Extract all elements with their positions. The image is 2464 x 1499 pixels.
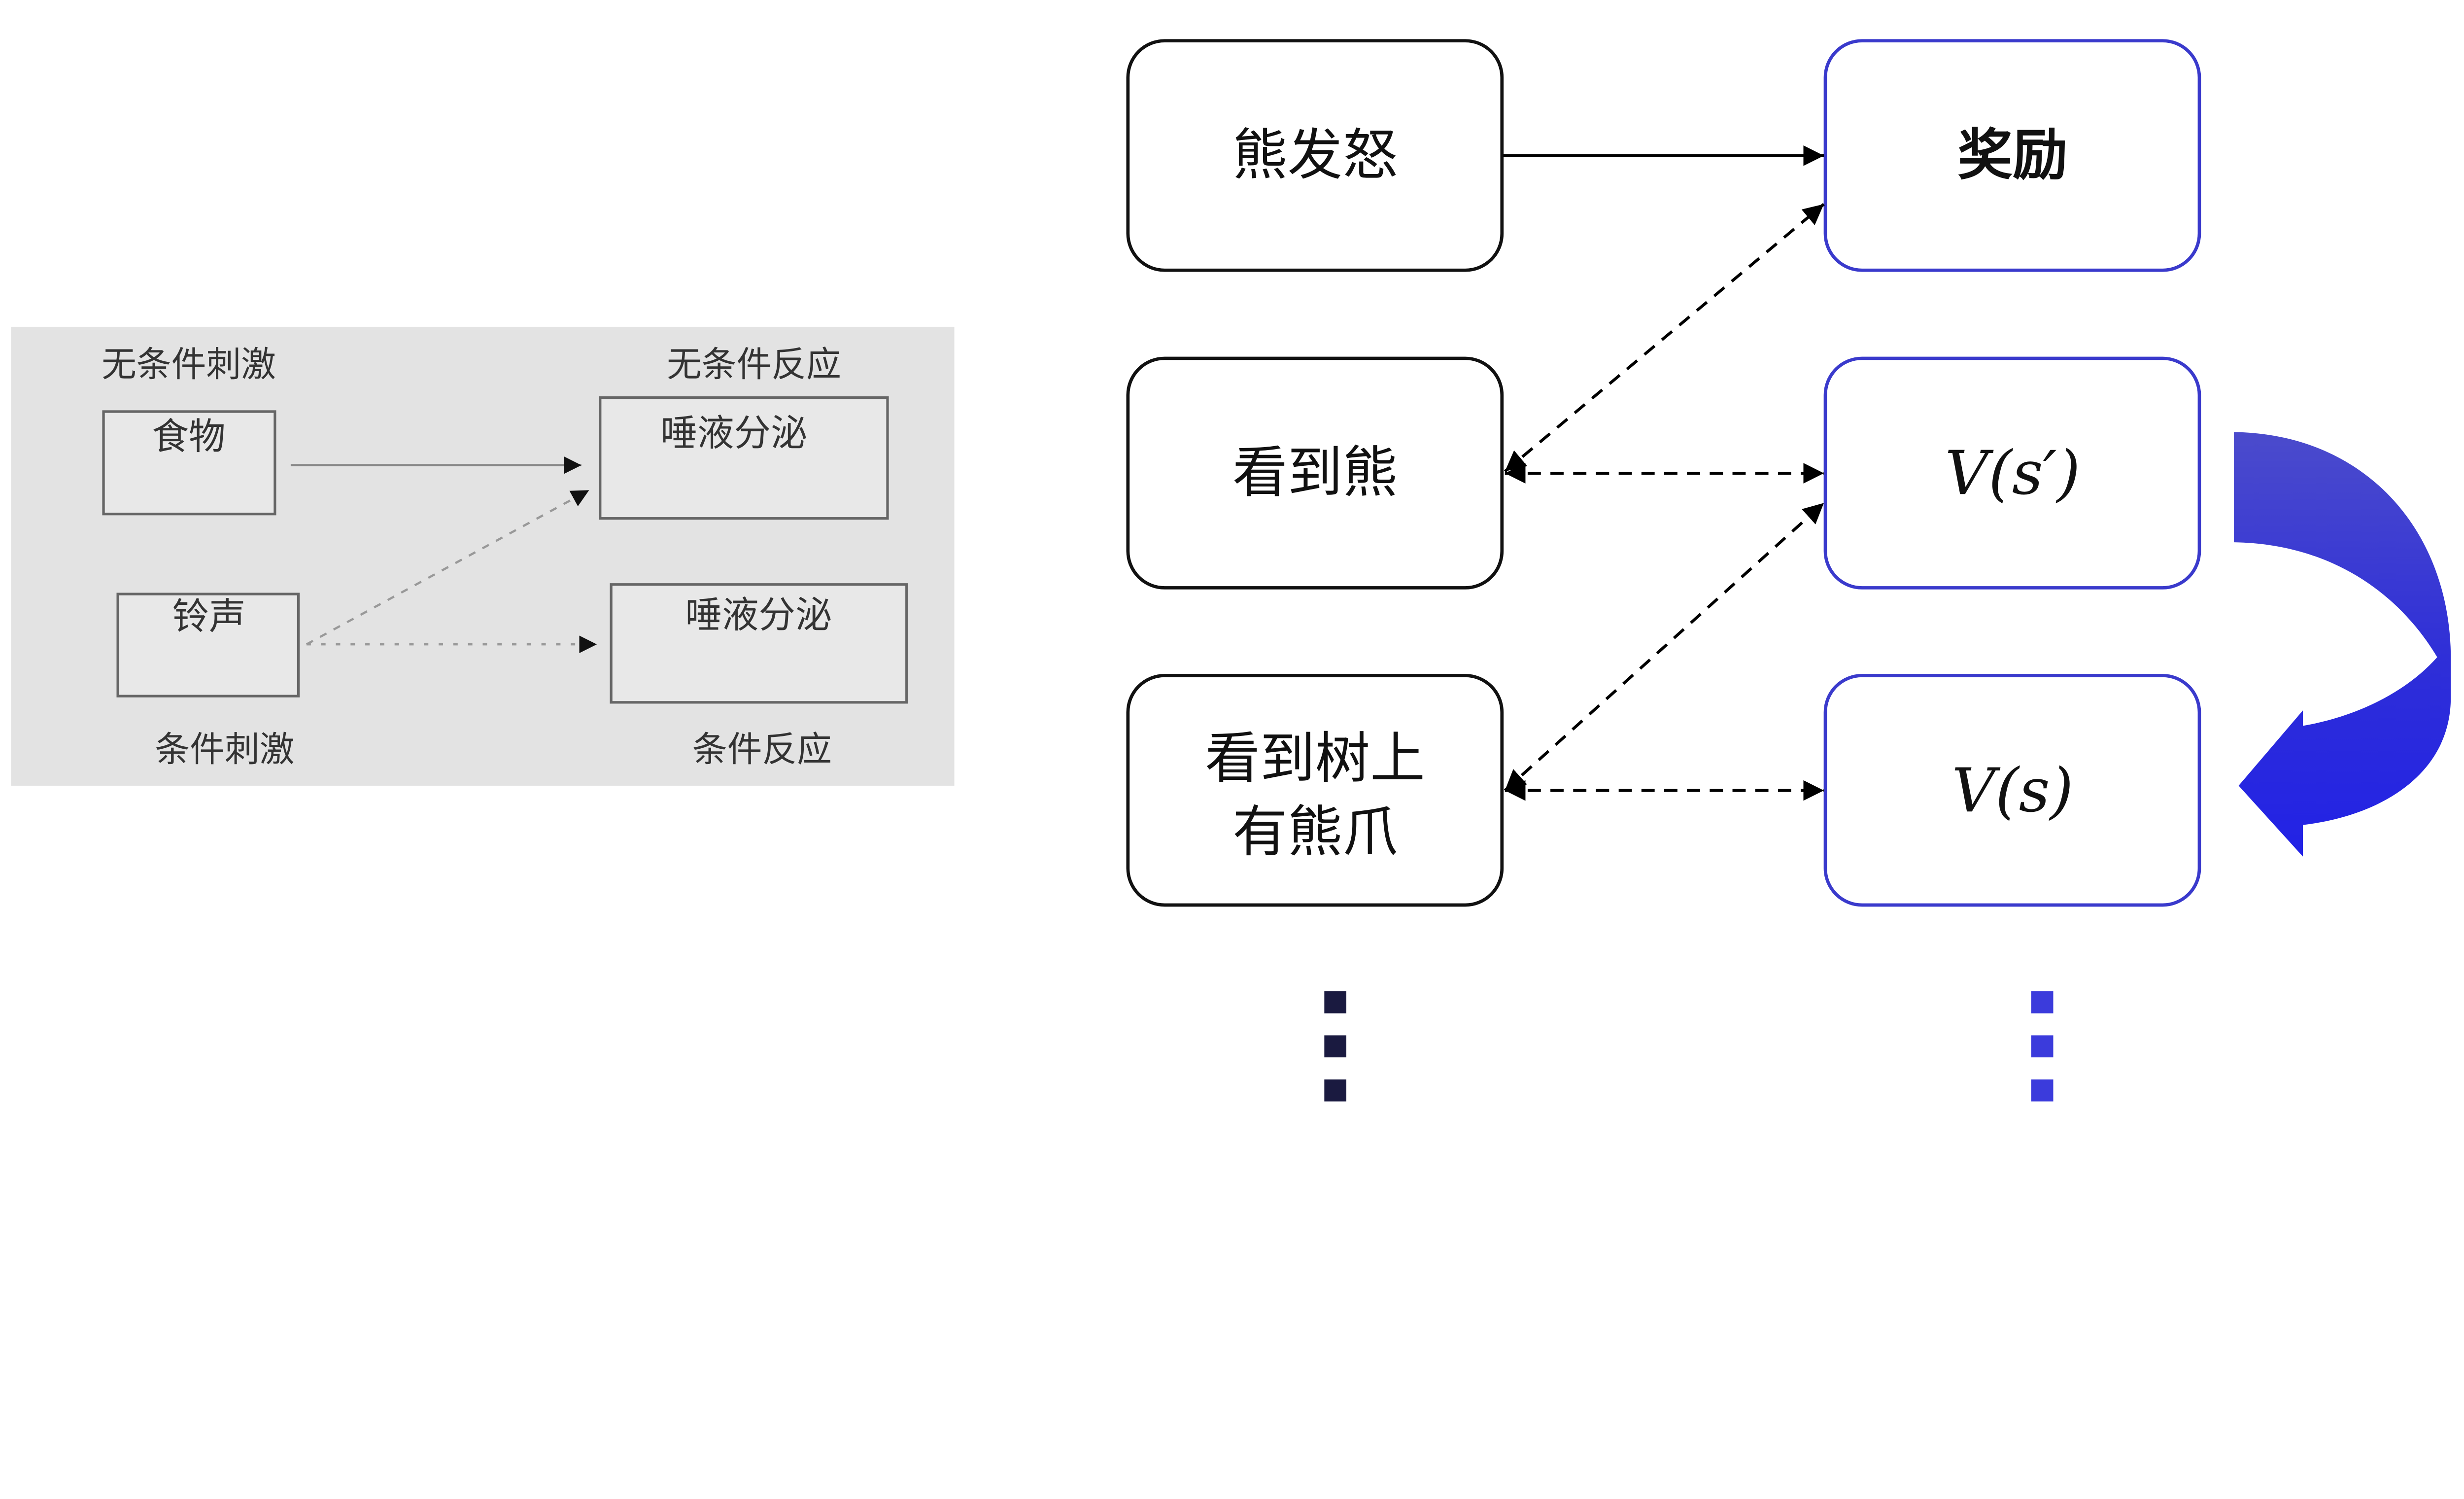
- ellipsis-dot: [1324, 1035, 1347, 1058]
- arrow-see-bear-to-reward: [1504, 203, 1825, 473]
- box-bell-label: 铃声: [172, 595, 246, 638]
- value-box-next-state: [1823, 356, 2201, 590]
- box-salivation-top-label: 唾液分泌: [660, 411, 808, 454]
- ellipsis-dot: [2031, 1035, 2053, 1058]
- box-salivation-top: [599, 396, 889, 520]
- ellipsis-dot: [1324, 991, 1347, 1013]
- ellipsis-dot: [2031, 1079, 2053, 1102]
- curved-backup-arrow: [2233, 432, 2451, 857]
- box-food: [102, 410, 276, 516]
- box-salivation-bottom: [610, 583, 908, 704]
- label-unconditioned-response: 无条件反应: [667, 344, 841, 385]
- arrow-claw-to-next-value: [1504, 502, 1825, 792]
- panel-background: [11, 326, 955, 786]
- diagram-shapes: [11, 39, 2451, 1102]
- ellipsis-dot: [1324, 1079, 1347, 1102]
- state-box-see-claw-marks: [1126, 674, 1504, 907]
- state-see-bear-label: 看到熊: [1232, 441, 1398, 505]
- value-learning-diagram: [1126, 39, 2451, 1102]
- diagram-canvas: 无条件刺激 无条件反应 条件刺激 条件反应 食物 唾液分泌 铃声 唾液分泌 熊发…: [11, 39, 2451, 1102]
- box-salivation-bottom-label: 唾液分泌: [685, 593, 832, 636]
- left-ellipsis: [1324, 991, 1347, 1102]
- state-bear-angry-label: 熊发怒: [1232, 123, 1398, 187]
- value-next-state-label: V(s′): [1945, 437, 2081, 508]
- label-conditioned-stimulus: 条件刺激: [155, 729, 295, 770]
- classical-conditioning-diagram: [11, 326, 955, 786]
- arrow-bell-to-unconditioned-salivation: [306, 489, 590, 646]
- box-food-label: 食物: [152, 415, 226, 458]
- label-unconditioned-stimulus: 无条件刺激: [102, 344, 276, 385]
- state-box-see-bear: [1126, 356, 1504, 590]
- right-ellipsis: [2031, 991, 2053, 1102]
- label-conditioned-response: 条件反应: [692, 729, 832, 770]
- state-see-claw-marks-line2: 有熊爪: [1232, 800, 1398, 865]
- ellipsis-dot: [2031, 991, 2053, 1013]
- value-box-reward: [1823, 39, 2201, 272]
- box-bell: [116, 593, 300, 697]
- value-current-state-label: V(s): [1951, 755, 2074, 826]
- value-reward-label: 奖励: [1957, 123, 2068, 187]
- state-see-claw-marks-line1: 看到树上: [1205, 726, 1425, 791]
- value-box-current-state: [1823, 674, 2201, 907]
- state-box-bear-angry: [1126, 39, 1504, 272]
